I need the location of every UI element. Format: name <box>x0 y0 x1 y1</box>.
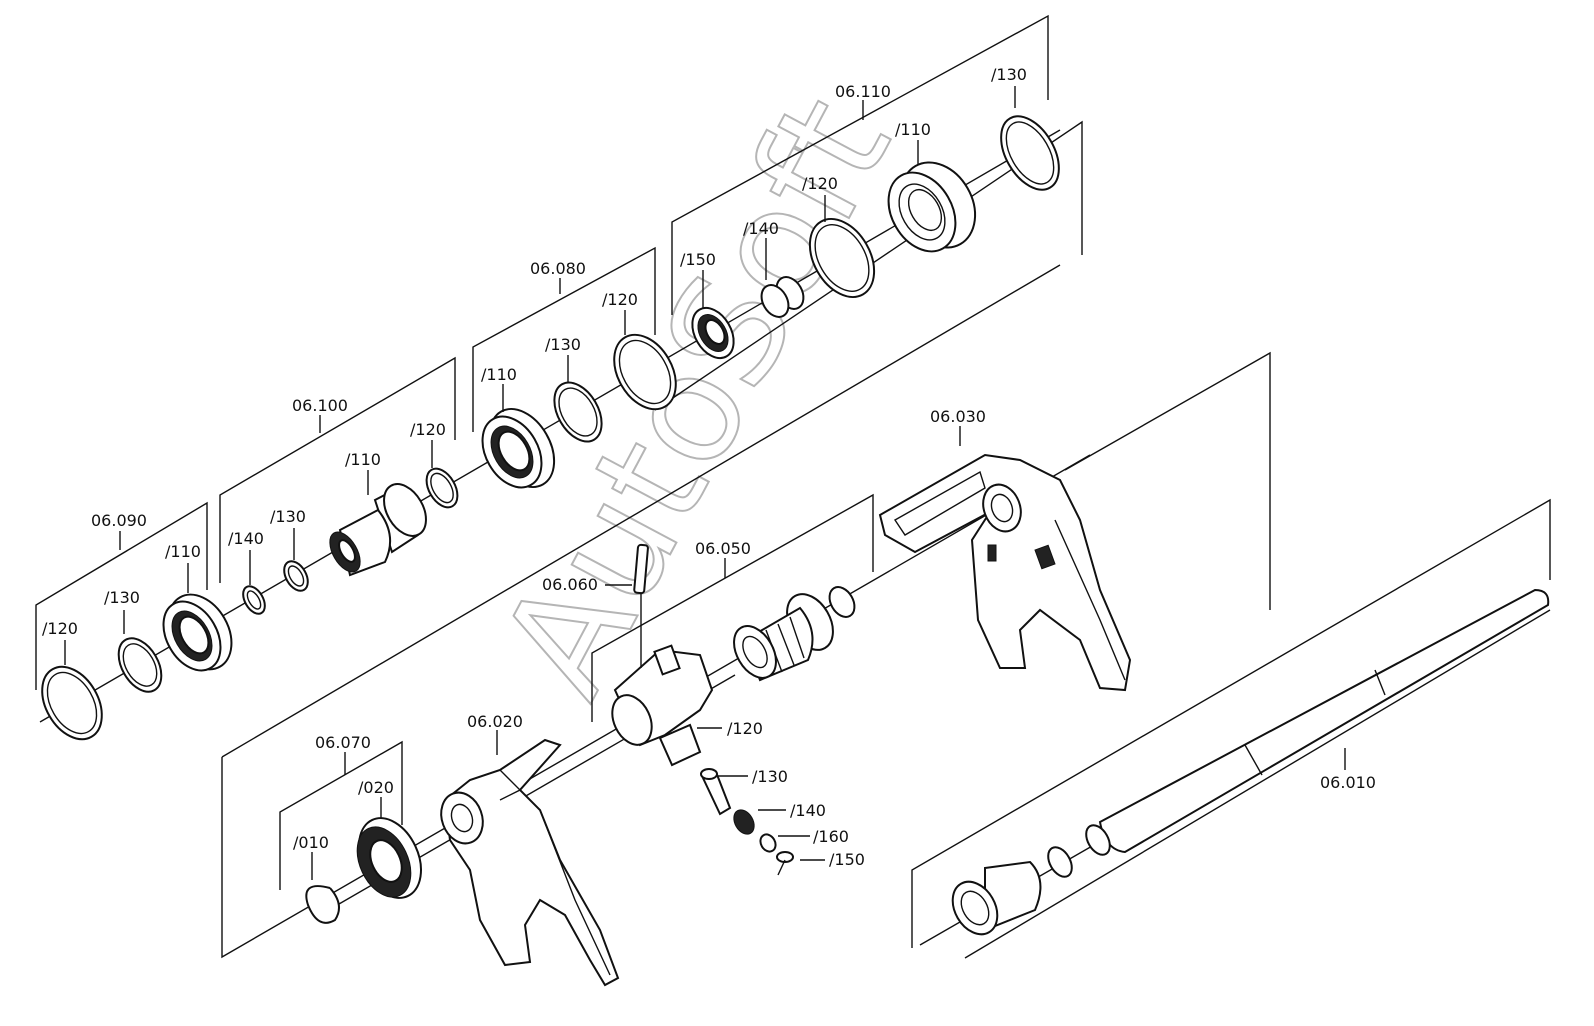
group-label-06-110: 06.110 <box>835 82 891 101</box>
ring-06110-130 <box>1000 115 1060 191</box>
callout-06080-130: /130 <box>545 335 581 354</box>
ring-06100-120 <box>425 467 459 509</box>
seal-06110-150 <box>691 306 735 360</box>
ring-06100-130 <box>283 560 309 592</box>
callout-06090-110: /110 <box>165 542 201 561</box>
callout-06050-120: /120 <box>727 719 763 738</box>
shift-block-06050 <box>611 644 714 767</box>
spring-06050-140 <box>733 809 755 835</box>
callout-06100-140: /140 <box>228 529 264 548</box>
shift-fork-06020 <box>440 738 620 987</box>
clip-06070-010 <box>305 885 340 924</box>
group-label-06-030: 06.030 <box>930 407 986 426</box>
group-frame-06-050 <box>591 493 874 722</box>
ring-06090-120 <box>41 665 103 741</box>
plug-06050-150 <box>776 851 794 876</box>
callout-06050-160: /160 <box>813 827 849 846</box>
callout-06070-020: /020 <box>358 778 394 797</box>
group-frame-06-100 <box>219 356 456 583</box>
group-label-06-020: 06.020 <box>467 712 523 731</box>
shaft-06010 <box>1085 588 1550 856</box>
ring-06080-130 <box>553 381 603 443</box>
group-frame-06-080 <box>472 246 656 432</box>
leader-lines <box>64 86 1346 880</box>
synchro-06010 <box>951 860 1042 936</box>
ring-06050-snap <box>828 586 856 618</box>
ring-06110-120 <box>808 218 876 298</box>
callout-06100-130: /130 <box>270 507 306 526</box>
group-label-06-070: 06.070 <box>315 733 371 752</box>
callout-06110-130: /130 <box>991 65 1027 84</box>
bearing-06110-110 <box>887 161 977 253</box>
callout-06100-110: /110 <box>345 450 381 469</box>
bearing-06070-020 <box>356 817 422 899</box>
clip-06100-140 <box>242 585 266 615</box>
group-label-06-010: 06.010 <box>1320 773 1376 792</box>
callout-06070-010: /010 <box>293 833 329 852</box>
callout-06110-110: /110 <box>895 120 931 139</box>
ball-06050-160 <box>759 833 777 853</box>
bolt-06050-130 <box>700 768 732 816</box>
group-frame-06-090 <box>35 501 208 690</box>
callout-06110-120: /120 <box>802 174 838 193</box>
callout-06080-120: /120 <box>602 290 638 309</box>
callout-06090-130: /130 <box>104 588 140 607</box>
ring-06080-120 <box>613 333 677 411</box>
group-frame-06-070 <box>279 740 403 890</box>
synchro-hub-06050 <box>733 593 834 682</box>
group-label-06-080: 06.080 <box>530 259 586 278</box>
group-label-06-090: 06.090 <box>91 511 147 530</box>
ring-06090-130 <box>117 637 163 693</box>
callout-06110-140: /140 <box>743 219 779 238</box>
bearing-06090-110 <box>162 593 233 672</box>
clip-06010 <box>1047 846 1073 878</box>
callout-06090-120: /120 <box>42 619 78 638</box>
callout-06080-110: /110 <box>481 365 517 384</box>
group-label-06-100: 06.100 <box>292 396 348 415</box>
callout-06050-130: /130 <box>752 767 788 786</box>
callout-06110-150: /150 <box>680 250 716 269</box>
group-frame-06-010 <box>911 498 1551 959</box>
callout-06050-140: /140 <box>790 801 826 820</box>
hub-06100-110 <box>329 483 427 577</box>
callout-06100-120: /120 <box>410 420 446 439</box>
group-label-06-060: 06.060 <box>542 575 598 594</box>
callout-06050-150: /150 <box>829 850 865 869</box>
group-label-06-050: 06.050 <box>695 539 751 558</box>
group-frame-06-110 <box>654 14 1083 411</box>
sleeve-06110-140 <box>760 276 805 318</box>
pin-06060 <box>633 543 649 595</box>
shift-fork-06030 <box>878 453 1132 692</box>
watermark-text: AutoSoft <box>468 71 924 722</box>
bearing-06080-110 <box>481 408 556 489</box>
